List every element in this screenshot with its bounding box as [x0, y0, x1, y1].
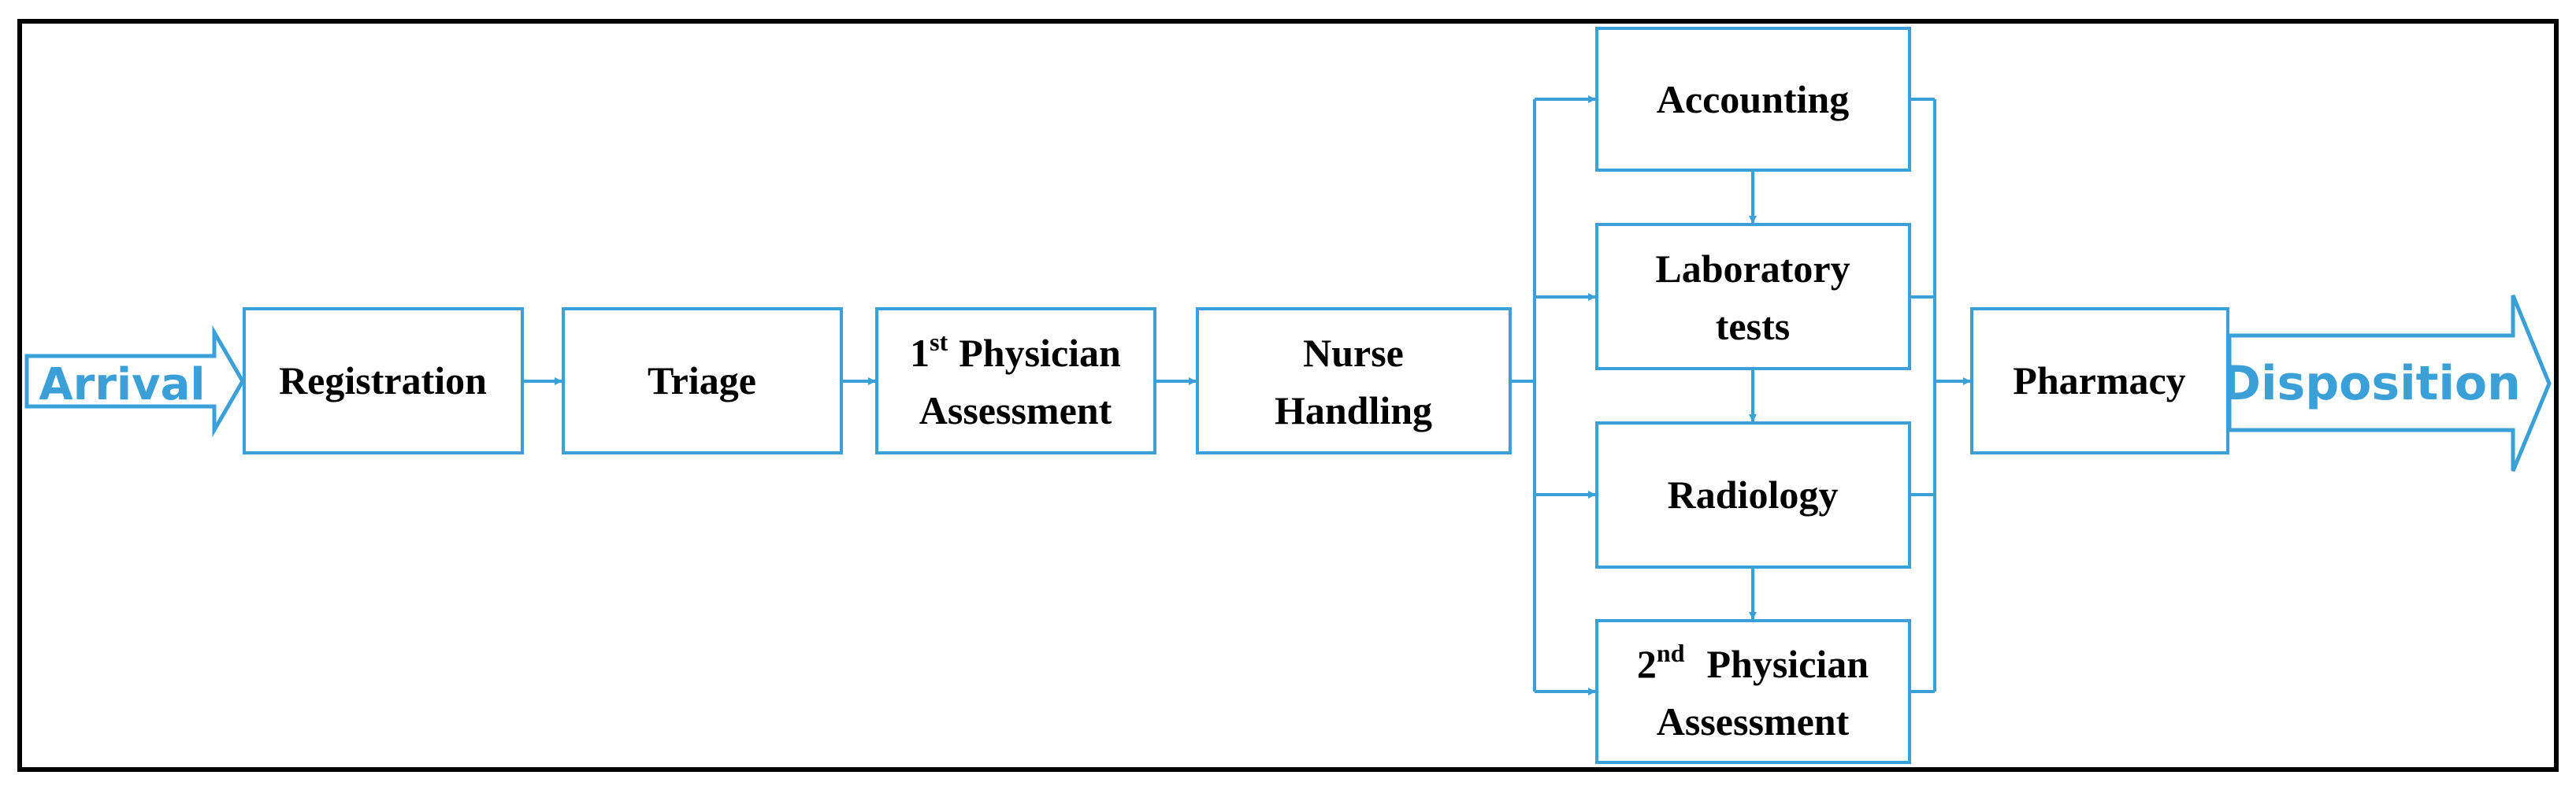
registration-label: Registration — [279, 358, 487, 402]
accounting-label: Accounting — [1657, 77, 1849, 121]
nurse-handling-line2: Handling — [1275, 388, 1432, 432]
disposition-arrow-shape — [2227, 295, 2552, 472]
physician-assessment-1-suffix: st — [930, 328, 948, 356]
disposition-label: Disposition — [2222, 356, 2521, 411]
connector-arrows — [522, 95, 1971, 695]
disposition-arrow: Disposition — [2222, 295, 2552, 472]
physician-assessment-1-line2: Assessment — [919, 388, 1112, 432]
physician-assessment-2-suffix: nd — [1657, 639, 1685, 667]
accounting-box: Accounting — [1595, 27, 1911, 172]
arrival-label: Arrival — [39, 359, 205, 410]
laboratory-tests-box: Laboratory tests — [1595, 223, 1911, 370]
nurse-handling-line1: Nurse — [1303, 331, 1404, 375]
pharmacy-label: Pharmacy — [2013, 358, 2185, 402]
physician-assessment-2-word: Physician — [1707, 642, 1869, 686]
radiology-box: Radiology — [1595, 421, 1911, 569]
physician-assessment-1-box: 1st Physician Assessment — [875, 307, 1156, 454]
radiology-label: Radiology — [1668, 473, 1839, 517]
arrival-arrow: Arrival — [24, 325, 245, 438]
physician-assessment-1-line1: 1st Physician — [910, 328, 1121, 375]
triage-label: Triage — [648, 358, 756, 402]
pharmacy-box: Pharmacy — [1970, 307, 2229, 454]
registration-box: Registration — [243, 307, 524, 454]
diagram-frame — [17, 19, 2559, 772]
physician-assessment-1-word: Physician — [959, 331, 1121, 375]
laboratory-tests-line2: tests — [1716, 304, 1790, 348]
laboratory-tests-line1: Laboratory — [1655, 247, 1850, 291]
physician-assessment-2-line1: 2nd Physician — [1637, 639, 1869, 686]
physician-assessment-2-line2: Assessment — [1657, 699, 1850, 744]
physician-assessment-2-box: 2nd Physician Assessment — [1595, 619, 1911, 764]
nurse-handling-box: Nurse Handling — [1196, 307, 1512, 454]
physician-assessment-1-number: 1 — [910, 331, 930, 375]
triage-box: Triage — [562, 307, 843, 454]
physician-assessment-2-number: 2 — [1637, 642, 1657, 686]
arrival-arrow-shape — [24, 325, 245, 438]
